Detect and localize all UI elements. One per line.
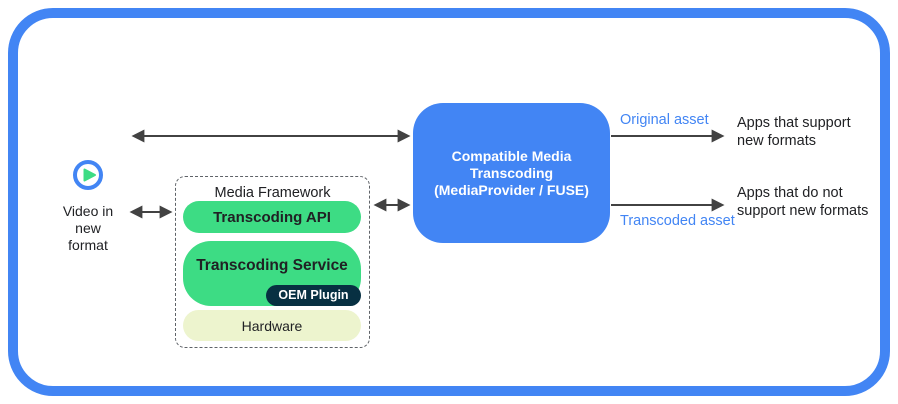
apps-support-label: Apps that support new formats — [737, 115, 851, 149]
media-framework-title: Media Framework — [214, 185, 331, 201]
oem-plugin-label: OEM Plugin — [278, 288, 349, 302]
play-icon — [72, 159, 104, 191]
transcoding-service-label: Transcoding Service — [196, 256, 348, 274]
transcoding-api-label: Transcoding API — [213, 208, 331, 226]
transcoded-asset-label: Transcoded asset — [620, 213, 735, 229]
original-asset-label: Original asset — [620, 112, 709, 128]
transcoder-title-line2: (MediaProvider / FUSE) — [434, 181, 589, 198]
hardware-label: Hardware — [241, 317, 303, 334]
compatible-media-transcoding-box: Compatible Media Transcoding (MediaProvi… — [413, 103, 610, 243]
oem-plugin-box: OEM Plugin — [266, 285, 361, 306]
apps-no-support-label: Apps that do not support new formats — [737, 185, 869, 219]
hardware-box: Hardware — [183, 310, 361, 341]
transcoding-service-box: Transcoding Service OEM Plugin — [183, 241, 361, 306]
transcoder-title-line1: Compatible Media Transcoding — [451, 147, 572, 181]
media-framework-group: Media Framework Transcoding API Transcod… — [175, 176, 370, 348]
diagram-outer-frame — [8, 8, 890, 396]
video-source-label: Video in new format — [62, 203, 114, 253]
transcoding-api-box: Transcoding API — [183, 201, 361, 233]
